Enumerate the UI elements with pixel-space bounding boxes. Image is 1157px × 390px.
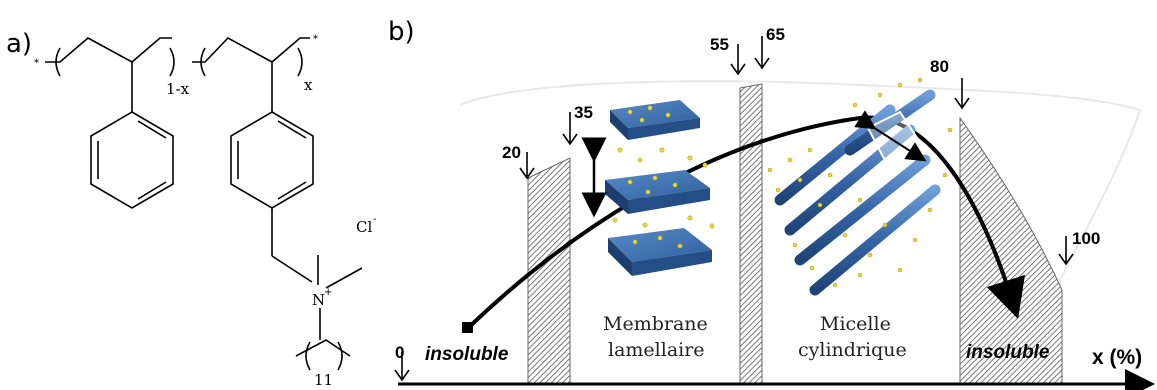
- marker-arrow-65: [754, 36, 770, 70]
- end-mark-left: *: [34, 58, 39, 69]
- phenyl-ring-1: [90, 62, 174, 209]
- phenyl-ring-2: [230, 62, 363, 340]
- micelle-rod-4: [809, 184, 941, 296]
- marker-label-65: 65: [766, 25, 785, 44]
- insoluble-left-label: insoluble: [425, 344, 509, 365]
- regime-cylindrical-line2: cylindrique: [798, 339, 907, 361]
- marker-arrow-80: [954, 78, 970, 110]
- end-mark-right: *: [313, 34, 318, 45]
- chloride-charge: -: [373, 214, 376, 225]
- marker-arrow-0: [394, 352, 410, 382]
- solubility-curve: [466, 115, 1025, 330]
- nitrogen-charge: +: [324, 287, 332, 298]
- polymer-backbone: [45, 37, 310, 77]
- marker-55: 55: [710, 35, 746, 76]
- marker-label-80: 80: [930, 57, 949, 76]
- subscript-1-x: 1-x: [166, 80, 190, 98]
- panel-a-label: a): [6, 29, 32, 59]
- chain-length: 11: [314, 371, 333, 389]
- regime-cylindrical-line1: Micelle: [820, 313, 891, 335]
- x-axis-label: x (%): [1092, 346, 1142, 369]
- marker-label-35: 35: [574, 103, 593, 122]
- lamellar-membrane-illustration: [581, 100, 715, 276]
- marker-arrow-20: [519, 152, 535, 180]
- marker-arrow-55: [730, 44, 746, 76]
- subscript-x: x: [304, 76, 313, 94]
- counter-ion-dots-micelle: [767, 77, 953, 288]
- marker-label-55: 55: [710, 35, 729, 54]
- phase-boundary-outline: [459, 80, 1142, 381]
- marker-65: 65: [754, 25, 785, 70]
- regime-lamellar-line1: Membrane: [603, 313, 708, 335]
- curve-start-square: [462, 322, 473, 333]
- cylindrical-micelle-illustration: [767, 77, 953, 296]
- band-insoluble-right: [959, 116, 1063, 385]
- membrane-slab-3: [608, 228, 712, 276]
- chloride-ion: Cl: [356, 218, 372, 236]
- membrane-slab-2: [605, 170, 710, 214]
- alkyl-chain: [295, 339, 351, 371]
- marker-0: 0: [394, 343, 410, 382]
- band-55-65: [739, 83, 763, 385]
- marker-80: 80: [930, 57, 970, 110]
- nitrogen-atom: N: [312, 291, 325, 309]
- marker-35: 35: [562, 103, 593, 146]
- regime-lamellar-line2: lamellaire: [608, 339, 705, 361]
- marker-label-0: 0: [395, 343, 404, 362]
- marker-arrow-100: [1058, 236, 1074, 266]
- micelle-spacing-arrow: [854, 110, 927, 162]
- marker-20: 20: [502, 143, 535, 180]
- counter-ion-dots-lamellar: [612, 105, 715, 249]
- marker-label-100: 100: [1072, 229, 1100, 248]
- marker-label-20: 20: [502, 143, 521, 162]
- insoluble-right-label: insoluble: [966, 342, 1050, 363]
- panel-b: b) x (%): [388, 17, 1155, 390]
- panel-b-label: b): [388, 17, 415, 47]
- membrane-slab-1: [610, 100, 700, 140]
- marker-arrow-35: [562, 112, 578, 146]
- micelle-rod-3: [794, 154, 931, 266]
- marker-100: 100: [1058, 229, 1100, 266]
- panel-a: a) * * 1-x x: [6, 29, 376, 389]
